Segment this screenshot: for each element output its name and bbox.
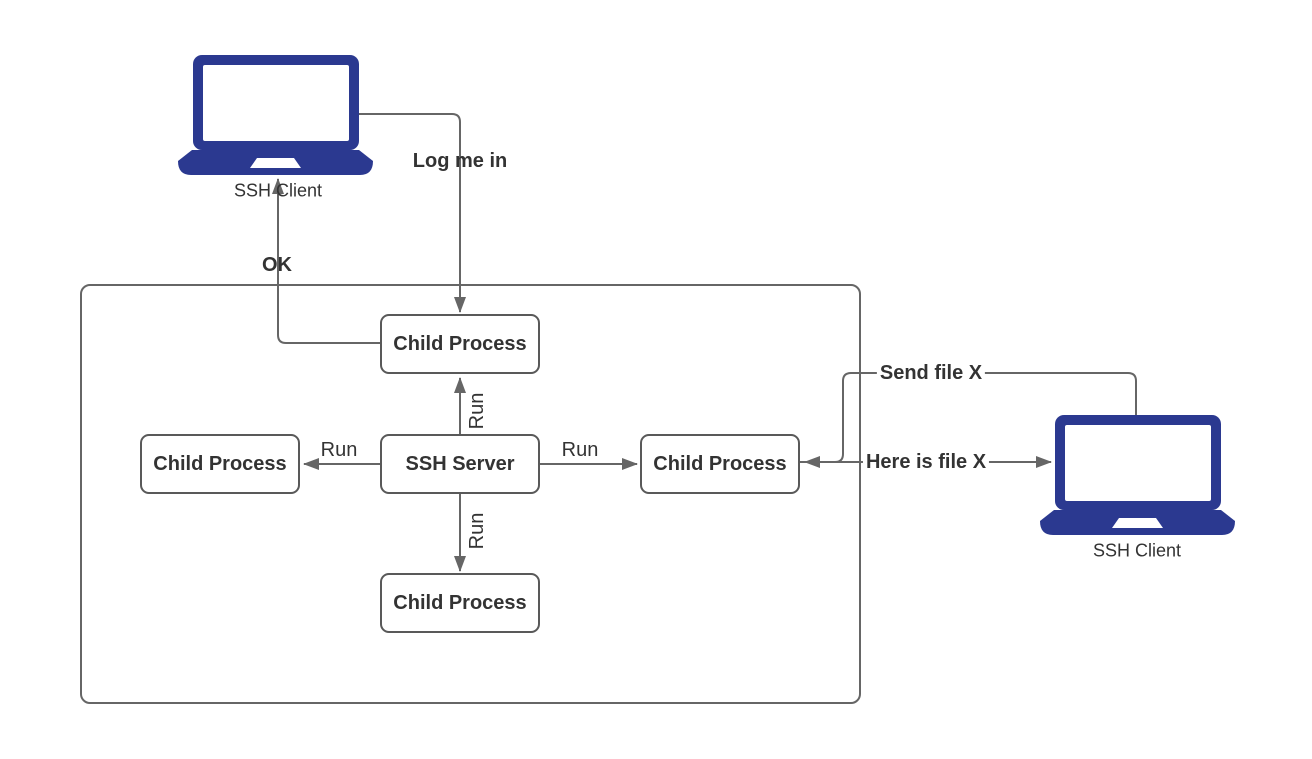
node-child-process-left: Child Process (140, 434, 300, 494)
laptop-notch (250, 158, 301, 168)
edge-log-me-in (359, 113, 466, 313)
edge-label-run-up: Run (466, 392, 488, 430)
node-label: Child Process (153, 452, 287, 475)
edge-label-run-down: Run (466, 512, 488, 550)
server-boundary-box (80, 284, 861, 704)
edge-label-here-is-file-x: Here is file X (862, 451, 990, 473)
node-child-process-right: Child Process (640, 434, 800, 494)
edge-label-ok: OK (262, 254, 292, 276)
laptop-screen (1065, 425, 1211, 501)
laptop-screen (203, 65, 349, 141)
edge-label-run-right: Run (561, 439, 599, 461)
edge-label-send-file-x: Send file X (876, 362, 986, 384)
node-label: Child Process (393, 591, 527, 614)
client-label-left: SSH Client (233, 180, 323, 201)
edge-label-run-left: Run (320, 439, 358, 461)
node-label: Child Process (653, 452, 787, 475)
laptop-notch (1112, 518, 1163, 528)
node-ssh-server: SSH Server (380, 434, 540, 494)
edge-label-log-me-in: Log me in (412, 150, 508, 172)
node-child-process-bottom: Child Process (380, 573, 540, 633)
laptop-icon-left (178, 55, 373, 175)
node-label: SSH Server (405, 452, 515, 475)
node-label: Child Process (393, 332, 527, 355)
client-label-right: SSH Client (1092, 540, 1182, 561)
node-child-process-top: Child Process (380, 314, 540, 374)
laptop-icon-right (1040, 415, 1235, 535)
